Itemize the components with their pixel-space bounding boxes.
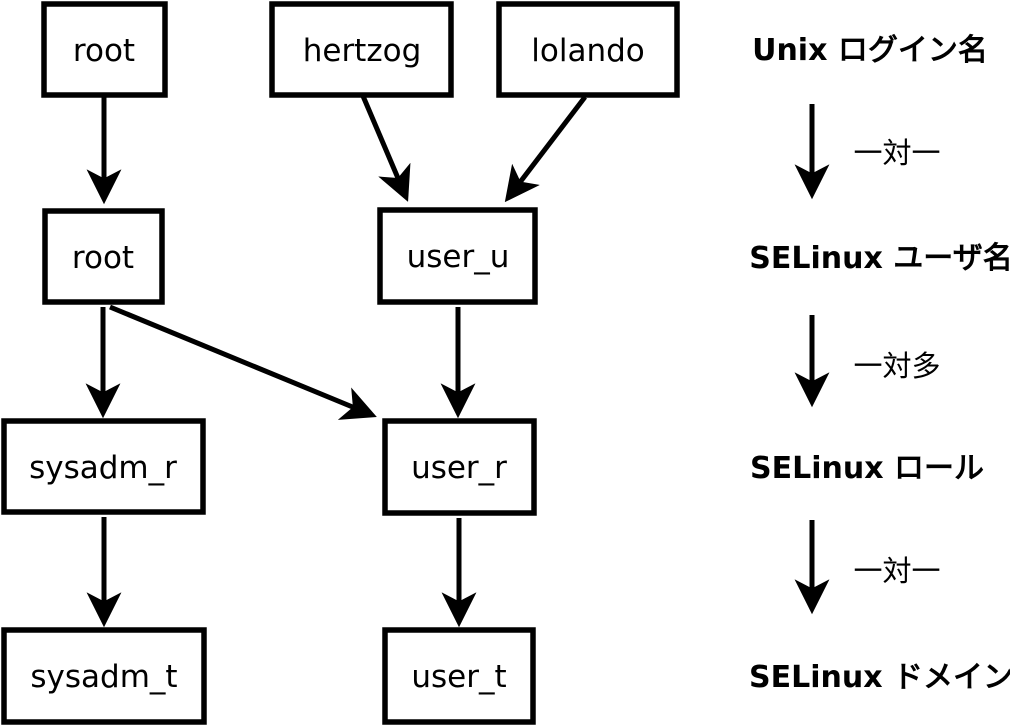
node-label-seuser-user-u: user_u [407,239,510,275]
node-label-role-sysadm-r: sysadm_r [29,450,177,486]
node-label-domain-user-t: user_t [411,659,506,695]
node-label-unix-lolando: lolando [531,33,644,69]
edge-lolando-to-user-u [504,95,587,203]
legend-relation-one-to-one-1: 一対一 [853,136,940,170]
node-label-domain-sysadm-t: sysadm_t [30,659,177,695]
edge-hertzog-to-user-u [360,95,411,202]
node-label-seuser-root: root [72,240,134,276]
node-label-unix-root: root [73,33,135,69]
legend-relation-one-to-many: 一対多 [853,349,940,383]
legend-level-unix-login: Unix ログイン名 [752,33,988,68]
node-box-domain-user-t [382,627,536,725]
node-box-unix-root [41,1,168,98]
node-label-role-user-r: user_r [411,450,507,486]
legend-level-selinux-domain: SELinux ドメイン [749,660,1010,695]
node-box-seuser-user-u [377,207,538,305]
node-label-unix-hertzog: hertzog [303,33,422,69]
node-box-role-sysadm-r [1,418,206,515]
node-box-seuser-root [42,208,165,305]
legend-level-selinux-user: SELinux ユーザ名 [749,241,1010,276]
legend-relation-one-to-one-2: 一対一 [853,554,940,588]
edge-seuser-root-to-user-r [109,304,377,420]
node-box-unix-hertzog [269,1,454,98]
node-box-unix-lolando [496,1,680,98]
node-box-domain-sysadm-t [1,627,207,725]
legend-level-selinux-role: SELinux ロール [750,451,984,486]
node-box-role-user-r [382,418,537,516]
